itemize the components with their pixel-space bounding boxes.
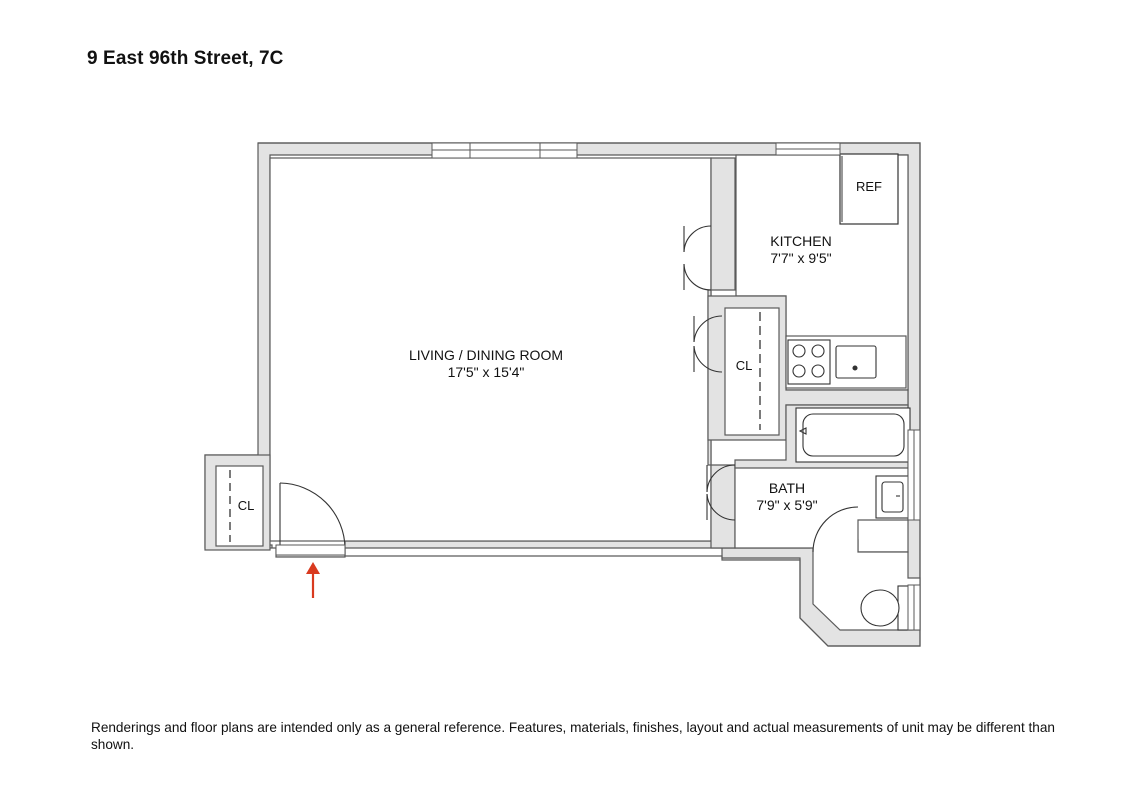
listing-title: 9 East 96th Street, 7C (87, 48, 284, 69)
kitchen-name: KITCHEN (770, 233, 831, 249)
bath-floor (734, 464, 921, 631)
kitchen-doors (683, 225, 712, 291)
windows-top (431, 142, 841, 159)
living-room-name: LIVING / DINING ROOM (409, 347, 563, 363)
bath-door-swing (812, 506, 859, 553)
kitchen-sink-icon (835, 345, 877, 379)
partition-wall (707, 157, 736, 549)
closet-entry-label: CL (238, 498, 255, 513)
closet-kitchen-label: CL (736, 358, 753, 373)
windows-right (907, 429, 921, 631)
refrigerator-label: REF (856, 179, 882, 194)
exterior-outline (258, 142, 921, 647)
entry-threshold (275, 544, 346, 556)
kitchen-dims: 7'7" x 9'5" (770, 250, 831, 266)
entry-door (279, 482, 346, 549)
closet-doors (693, 315, 723, 373)
bath-name: BATH (769, 480, 805, 496)
refrigerator-icon (839, 153, 899, 225)
bath-hall-doors (706, 464, 736, 521)
bathtub-icon (795, 407, 911, 463)
stove-icon (787, 339, 831, 385)
closet-entry (215, 465, 264, 547)
kitchen-counter (785, 335, 907, 389)
disclaimer-text: Renderings and floor plans are intended … (91, 720, 1055, 752)
living-room-floor (269, 157, 712, 542)
entry-arrow-icon (306, 562, 320, 598)
closet-kitchen (724, 307, 780, 436)
living-room-dims: 17'5" x 15'4" (448, 364, 525, 380)
bath-sink-icon (875, 475, 910, 519)
bath-dims: 7'9" x 5'9" (756, 497, 817, 513)
